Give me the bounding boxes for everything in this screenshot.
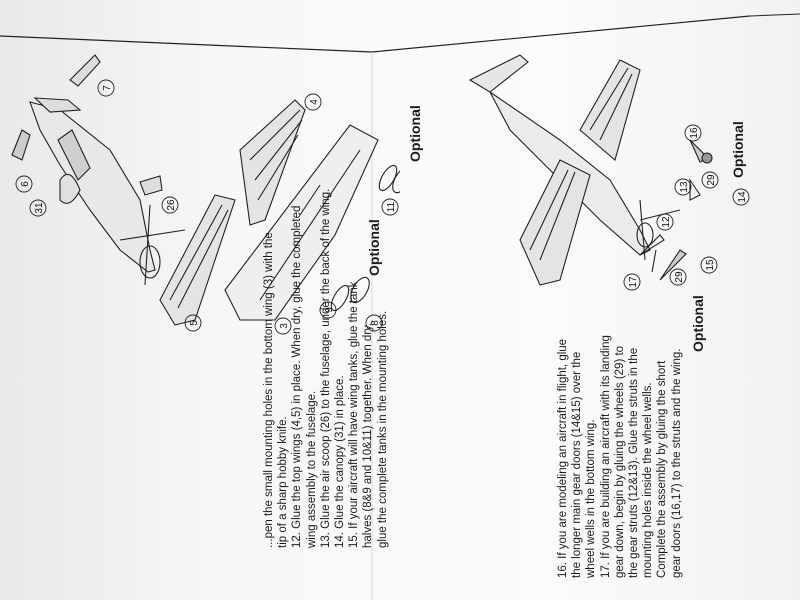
callout-13: 13 (679, 181, 690, 193)
instruction-line: tip of a sharp hobby knife. (277, 416, 290, 548)
callout-29b: 29 (674, 271, 685, 283)
instruction-line: 12. Glue the top wings (4,5) in place. W… (291, 205, 304, 548)
callout-5: 5 (189, 320, 200, 326)
instruction-line: wheel wells in the bottom wing. (585, 419, 598, 578)
callout-26: 26 (166, 199, 177, 211)
instruction-line: glue the complete tanks in the mounting … (376, 310, 389, 548)
instruction-line: Complete the assembly by gluing the shor… (656, 360, 669, 578)
callout-14: 14 (737, 191, 748, 203)
callout-4: 4 (309, 99, 320, 105)
instruction-line: 15. If your aircraft will have wing tank… (348, 281, 361, 548)
instruction-line: 16. If you are modeling an aircraft in f… (557, 338, 569, 578)
callout-15: 15 (705, 259, 716, 271)
callout-9: 9 (324, 307, 335, 313)
callout-6: 6 (20, 181, 31, 187)
instruction-line: the gear struts (12&13). Glue the struts… (627, 347, 640, 578)
callout-17: 17 (628, 276, 639, 288)
callout-12: 12 (661, 216, 672, 228)
callout-31: 31 (34, 202, 45, 214)
instruction-line: 17. If you are building an aircraft with… (599, 335, 612, 578)
instruction-line: gear doors (16,17) to the struts and the… (670, 348, 683, 579)
instruction-line: 14. Glue the canopy (31) in place. (333, 375, 346, 548)
optional-label-3: Optional (730, 121, 746, 178)
callout-8: 8 (370, 320, 381, 326)
left-assembly-diagram: 7 4 6 31 26 11 10 9 8 5 3 (11, 54, 400, 335)
callout-3: 3 (279, 323, 290, 329)
instruction-line: the longer main gear doors (14&15) over … (571, 351, 584, 578)
callout-7: 7 (102, 85, 113, 91)
left-instructions: ...pen the small mounting holes in the b… (262, 189, 390, 548)
callout-29: 29 (706, 174, 717, 186)
callout-11: 11 (386, 201, 397, 212)
callout-16: 16 (689, 127, 700, 139)
right-instructions: 16. If you are modeling an aircraft in f… (556, 335, 684, 578)
instruction-line: wing assembly to the fuselage. (305, 390, 318, 548)
instruction-line: halves (8&9 and 10&11) together. When dr… (362, 322, 375, 548)
optional-label-2: Optional (407, 105, 423, 162)
optional-label-4: Optional (690, 295, 706, 352)
instruction-line: mounting holes inside the wheel wells. (642, 382, 655, 578)
instruction-line: gear down, begin by gluing the wheels (2… (613, 345, 626, 578)
instruction-line: ...pen the small mounting holes in the b… (263, 232, 275, 548)
instruction-line: 13. Glue the air scoop (26) to the fusel… (319, 188, 332, 548)
